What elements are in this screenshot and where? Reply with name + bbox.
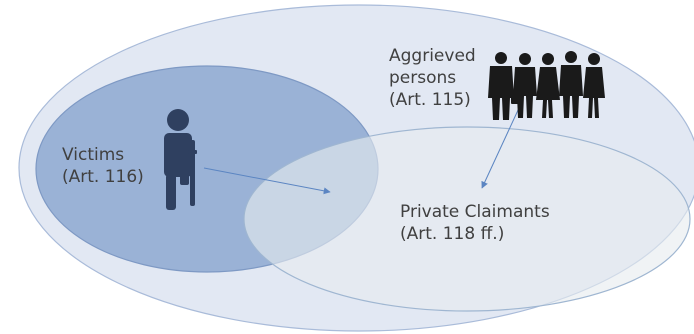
aggrieved-persons-label: Aggrieved persons (Art. 115): [389, 45, 476, 111]
victims-label: Victims (Art. 116): [62, 144, 144, 188]
victims-line-2: (Art. 116): [62, 167, 144, 187]
aggrieved-line-2: persons: [389, 68, 457, 88]
claimants-line-2: (Art. 118 ff.): [400, 224, 505, 244]
person-with-crutch-icon: [164, 109, 197, 210]
aggrieved-to-claimants-arrow: [481, 107, 520, 189]
private-claimants-ellipse: [243, 126, 691, 312]
claimants-line-1: Private Claimants: [400, 202, 550, 222]
aggrieved-line-1: Aggrieved: [389, 46, 476, 66]
victims-to-claimants-arrow: [203, 167, 331, 195]
aggrieved-line-3: (Art. 115): [389, 90, 471, 110]
business-people-group-icon: [488, 51, 605, 120]
private-claimants-label: Private Claimants (Art. 118 ff.): [400, 201, 550, 245]
victims-line-1: Victims: [62, 145, 125, 165]
